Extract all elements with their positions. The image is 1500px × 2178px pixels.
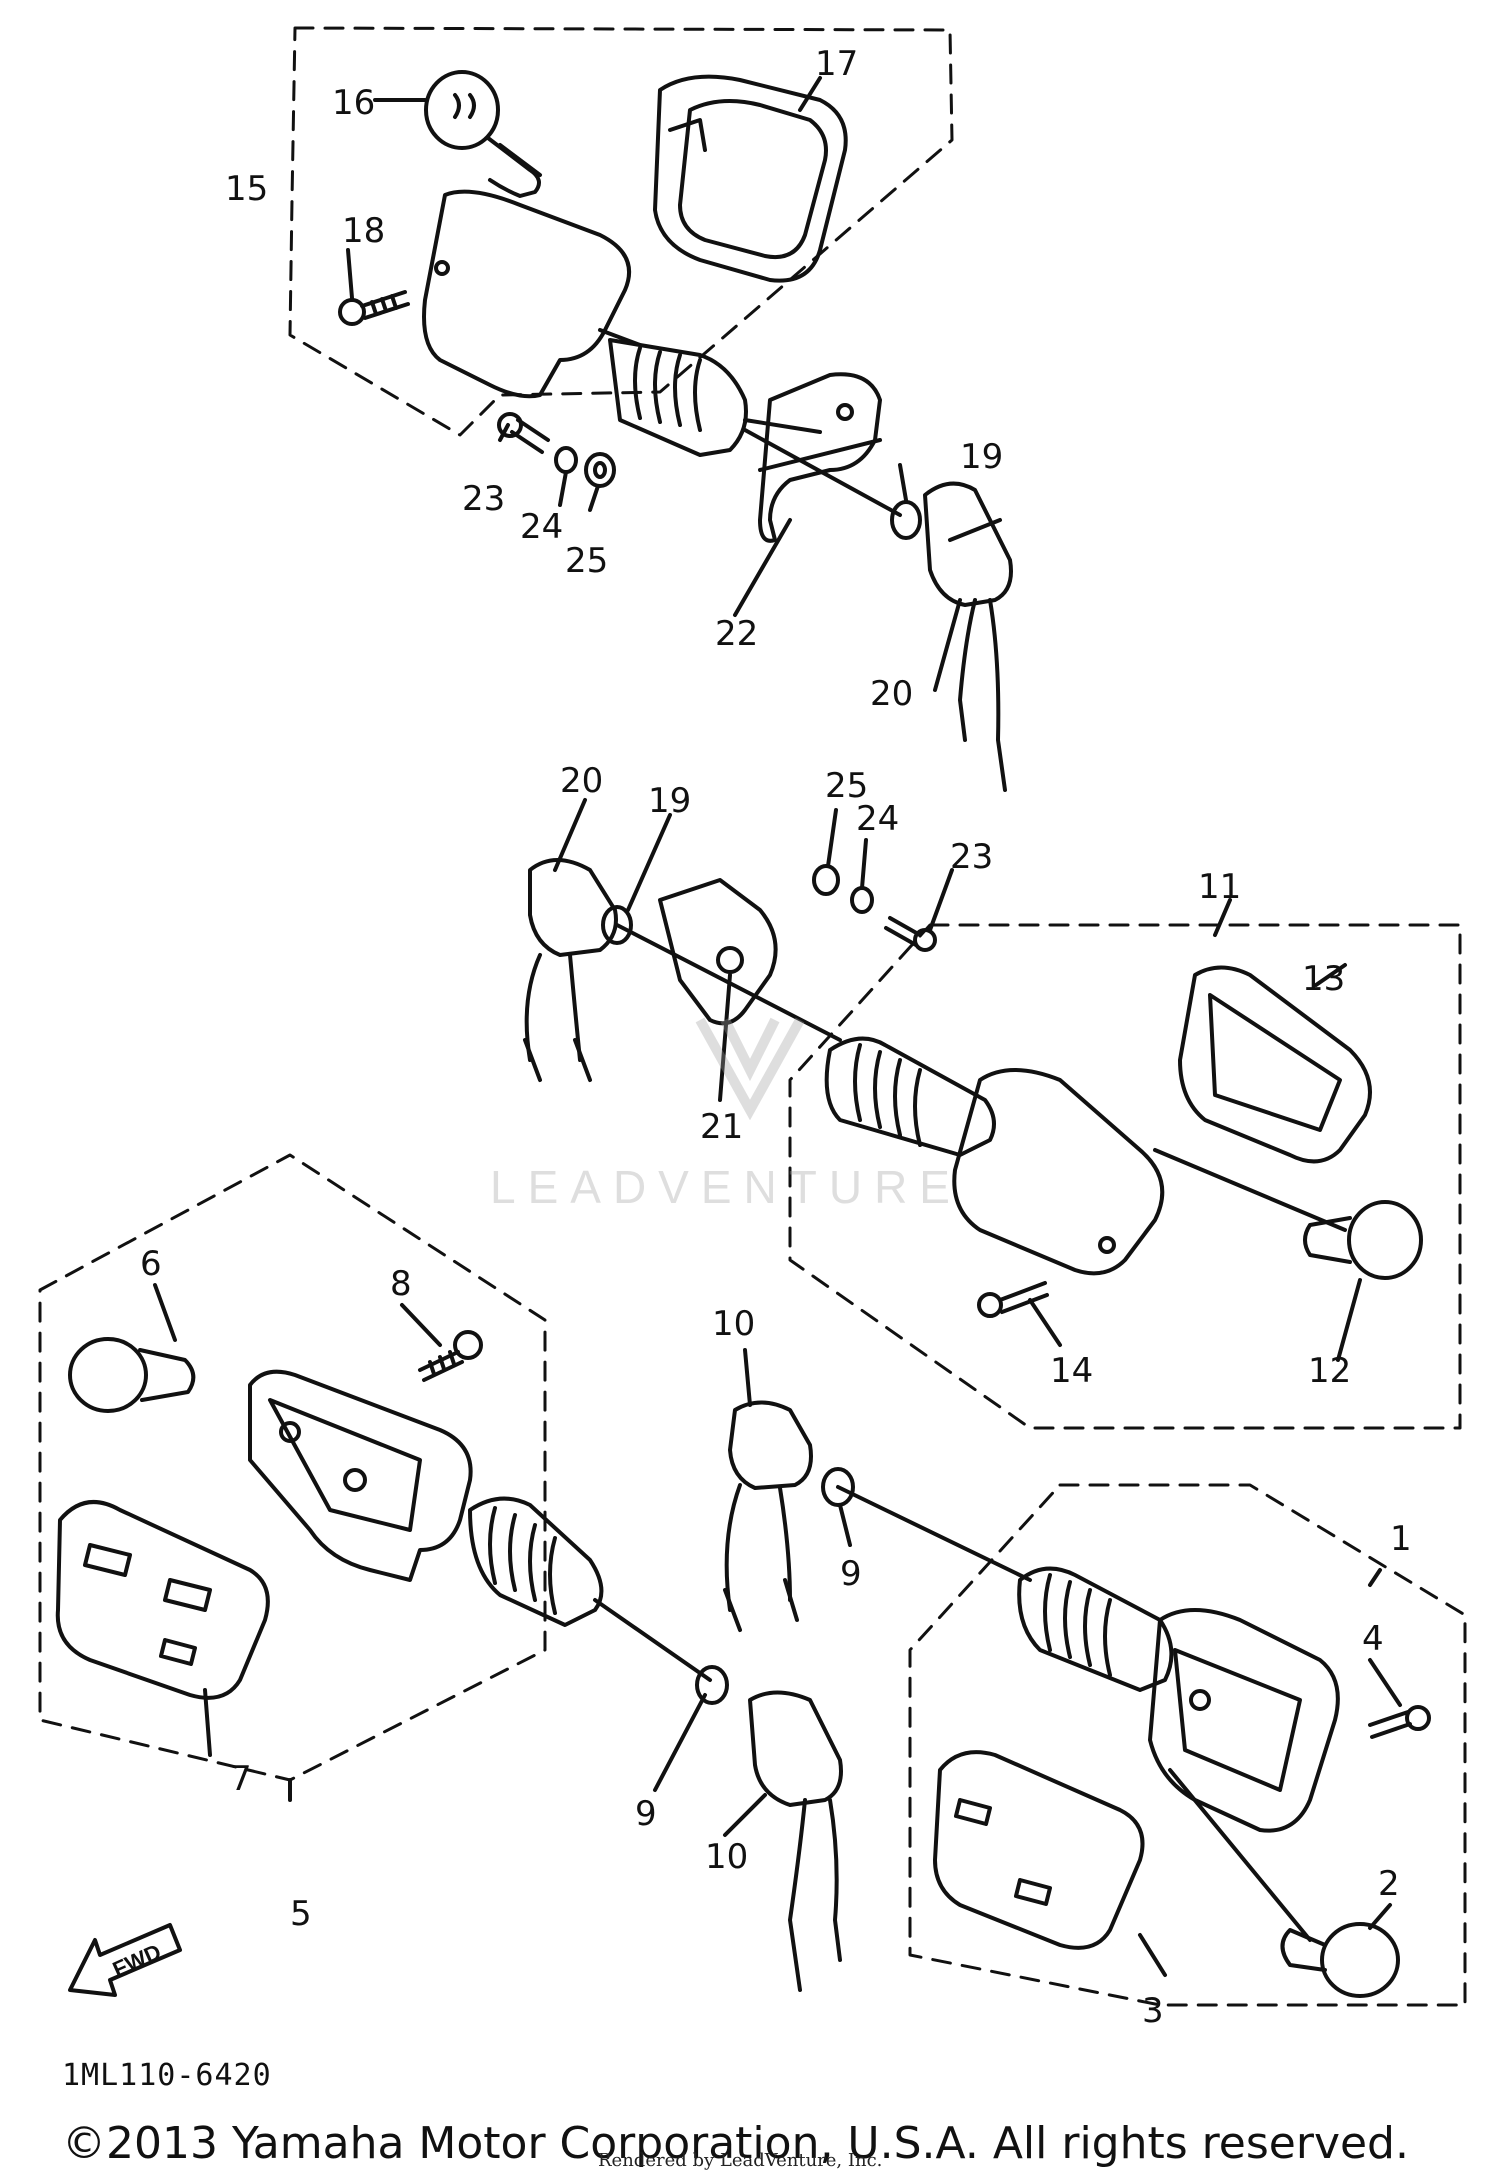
screw-14-part (977, 1281, 1049, 1318)
housing-5-part (248, 1369, 473, 1582)
callout-24a: 24 (520, 507, 563, 547)
callout-25b: 25 (825, 766, 868, 806)
bulb-6-part (68, 1337, 196, 1413)
callout-8: 8 (390, 1264, 412, 1304)
wire-upper (743, 428, 902, 517)
part-code: 1ML110-6420 (62, 2058, 272, 2093)
callout-2: 2 (1378, 1864, 1400, 1904)
washer-25-middle-part (812, 864, 840, 896)
bracket-21-part (658, 878, 778, 1026)
housing-15-part (422, 189, 642, 399)
leadventure-logo-icon (695, 1017, 805, 1120)
callout-12: 12 (1308, 1351, 1351, 1391)
lens-3-part (933, 1750, 1145, 1950)
stem-1-part (1017, 1566, 1174, 1692)
boot-10-lower-right-part (723, 1400, 813, 1632)
lens-17-part (653, 74, 848, 283)
boot-20-middle-part (523, 858, 618, 1082)
callout-19a: 19 (960, 437, 1003, 477)
callout-9a: 9 (840, 1554, 862, 1594)
boot-10-lower-left-part (748, 1690, 843, 1992)
callout-24b: 24 (856, 799, 899, 839)
copyright-notice: ©2013 Yamaha Motor Corporation, U.S.A. A… (62, 2118, 1409, 2169)
callout-4: 4 (1362, 1619, 1384, 1659)
boot-20-upper-part (923, 481, 1013, 607)
bolt-23-part (497, 412, 550, 454)
lens-7-part (55, 1500, 270, 1700)
callout-18: 18 (342, 211, 385, 251)
callout-20b: 20 (560, 761, 603, 801)
callout-23b: 23 (950, 837, 993, 877)
assembly-5-outline (38, 1153, 547, 1782)
callout-15: 15 (225, 169, 268, 209)
screw-8-part (418, 1330, 483, 1382)
callout-5: 5 (290, 1894, 312, 1934)
callout-13: 13 (1302, 959, 1345, 999)
callout-14: 14 (1050, 1351, 1093, 1391)
callout-23a: 23 (462, 479, 505, 519)
callout-16: 16 (332, 83, 375, 123)
nut-9-lower-left-part (695, 1665, 729, 1705)
bolt-23-middle-part (884, 916, 937, 952)
watermark-text: LEADVENTURE (490, 1161, 962, 1213)
bracket-22-part (758, 372, 882, 543)
stem-15-part (608, 338, 822, 457)
rendered-by-note: Rendered by LeadVenture, Inc. (598, 2150, 883, 2171)
assembly-11-outline (788, 923, 1462, 1430)
wire-lower-left (593, 1598, 712, 1682)
fwd-arrow-icon (68, 1923, 182, 1997)
callout-7: 7 (230, 1759, 252, 1799)
callout-19b: 19 (648, 781, 691, 821)
callout-17: 17 (815, 44, 858, 84)
washer-25-part (584, 452, 616, 488)
lens-13-part (1178, 965, 1372, 1164)
housing-1-part (1148, 1608, 1340, 1833)
callout-6: 6 (140, 1244, 162, 1284)
stem-5-part (468, 1496, 604, 1627)
wires-20-upper (958, 598, 1007, 792)
wire-lower-right (836, 1485, 1032, 1582)
callout-1: 1 (1390, 1519, 1412, 1559)
callout-25a: 25 (565, 541, 608, 581)
callout-3: 3 (1142, 1991, 1164, 2031)
nut-19-upper-part (890, 500, 922, 540)
nut-19-middle-part (601, 905, 633, 945)
callout-20a: 20 (870, 674, 913, 714)
bulb-12-part (1303, 1200, 1423, 1280)
washer-24-part (554, 446, 578, 474)
screw-4-part (1368, 1705, 1431, 1739)
washer-24-middle-part (850, 886, 874, 914)
callout-10b: 10 (705, 1837, 748, 1877)
stem-11-part (824, 1036, 996, 1157)
assembly-15-outline (288, 26, 954, 437)
housing-11-part (952, 1068, 1165, 1276)
bulb-2-part (1280, 1922, 1400, 1998)
callout-11: 11 (1198, 867, 1241, 907)
callout-21: 21 (700, 1107, 743, 1147)
callout-9b: 9 (635, 1794, 657, 1834)
callout-10a: 10 (712, 1304, 755, 1344)
callout-22: 22 (715, 614, 758, 654)
bulb-16-part (424, 70, 541, 198)
